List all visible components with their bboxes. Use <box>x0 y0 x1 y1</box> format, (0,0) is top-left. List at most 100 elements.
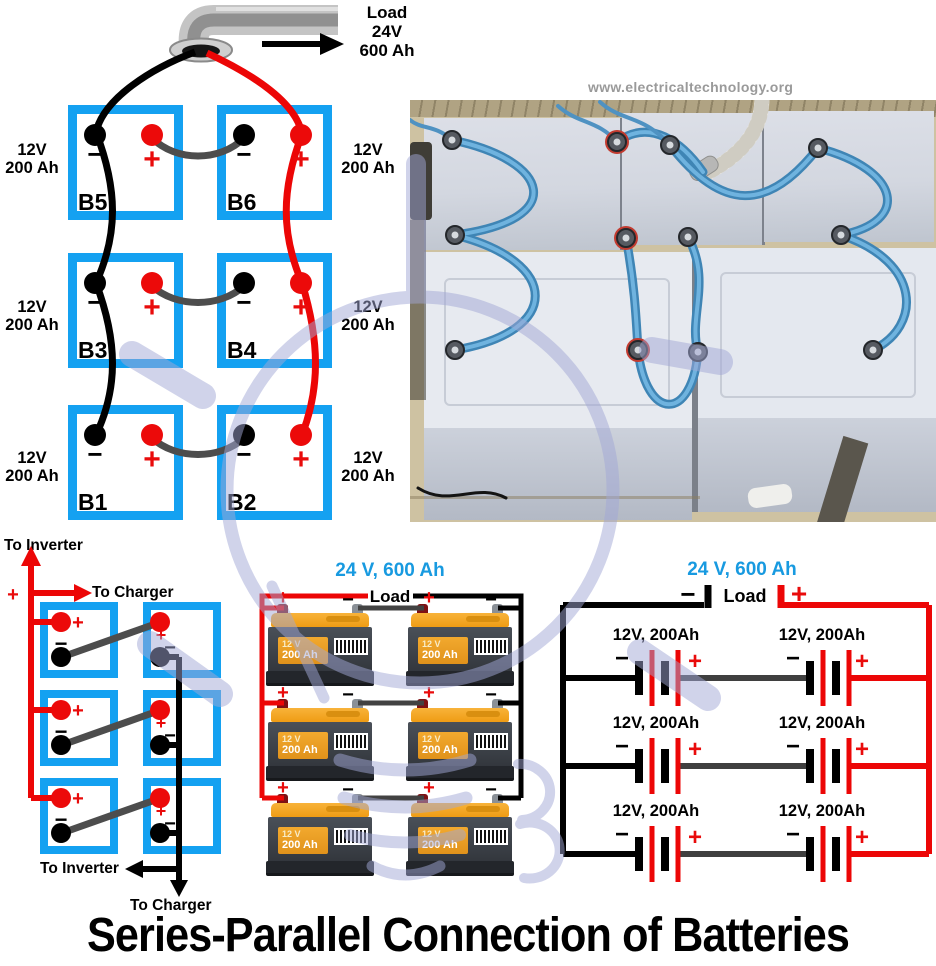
minus-sign: − <box>236 287 252 317</box>
battery-id: B2 <box>227 489 257 515</box>
cell-label: 12V, 200Ah <box>778 626 866 644</box>
battery-cell-right-2: + − <box>143 690 221 766</box>
spec-voltage: 12V <box>17 449 47 467</box>
minus-sign: − <box>236 139 252 169</box>
photo-battery-front-1-top <box>424 252 692 428</box>
plus-sign: + <box>277 587 289 609</box>
battery-id: B4 <box>227 337 257 363</box>
battery-b4: − + B4 <box>217 253 332 368</box>
load-label: Load 24V 600 Ah <box>338 3 436 60</box>
website-watermark: www.electricaltechnology.org <box>588 79 794 95</box>
right-load-label: Load <box>723 586 767 606</box>
minus-sign: − <box>164 725 176 747</box>
barcode <box>474 733 508 750</box>
minus-sign: − <box>164 637 176 659</box>
minus-sign: − <box>680 579 696 609</box>
charger-arrow-head <box>74 584 92 602</box>
spec-voltage: 12V <box>353 141 383 159</box>
cell-label: 12V, 200Ah <box>612 714 700 732</box>
minus-sign: − <box>342 779 354 801</box>
barcode <box>474 638 508 655</box>
photo-battery-back-1 <box>424 118 623 250</box>
to-charger-label-top: To Charger <box>92 584 174 601</box>
plus-sign: + <box>72 788 84 810</box>
minus-sign: − <box>614 821 629 848</box>
battery-bank-photo <box>410 100 936 522</box>
minus-sign: − <box>485 779 497 801</box>
photo-battery-front-2-face <box>698 418 936 512</box>
minus-sign: − <box>54 631 68 656</box>
script-curve <box>515 817 565 884</box>
minus-sign: − <box>785 645 800 672</box>
photo-shadow <box>410 220 426 400</box>
load-line2: 24V <box>371 22 403 42</box>
spec-voltage: 12V <box>353 449 383 467</box>
battery-id: B1 <box>78 489 108 515</box>
battery-cell-right-3: + − <box>143 778 221 854</box>
battery-handle <box>326 616 360 622</box>
label-capacity: 200 Ah <box>422 649 458 661</box>
right-title: 24 V, 600 Ah <box>687 559 797 580</box>
plus-sign: + <box>687 648 702 675</box>
minus-sign: − <box>54 719 68 744</box>
photo-battery-back-3 <box>764 111 934 242</box>
minus-sign: − <box>87 139 103 169</box>
plus-sign: + <box>7 584 19 606</box>
battery-handle <box>466 711 500 717</box>
battery-b2: − + B2 <box>217 405 332 520</box>
plus-sign: + <box>292 443 310 476</box>
cell-label: 12V, 200Ah <box>778 714 866 732</box>
minus-sign: − <box>54 807 68 832</box>
spec-capacity: 200 Ah <box>5 467 59 485</box>
spec-capacity: 200 Ah <box>5 316 59 334</box>
battery-cell-left-3: + − <box>40 778 118 854</box>
battery-base <box>406 861 514 876</box>
battery-id: B6 <box>227 189 257 215</box>
label-capacity: 200 Ah <box>422 744 458 756</box>
top-left-wiring <box>92 5 344 458</box>
page-title: Series-Parallel Connection of Batteries <box>87 909 850 962</box>
plus-sign: + <box>687 736 702 763</box>
label-voltage: 12 V <box>282 829 301 839</box>
plus-sign: + <box>687 824 702 851</box>
label-voltage: 12 V <box>422 734 441 744</box>
barcode <box>474 828 508 845</box>
spec-capacity: 200 Ah <box>5 159 59 177</box>
barcode <box>334 828 368 845</box>
plus-sign: + <box>143 143 161 176</box>
minus-sign: − <box>614 733 629 760</box>
barcode <box>334 638 368 655</box>
label-capacity: 200 Ah <box>282 649 318 661</box>
inverter-arrow-head-black <box>125 860 143 878</box>
plus-sign: + <box>790 578 808 609</box>
plus-sign: + <box>423 587 435 609</box>
battery-lid-groove <box>720 272 916 398</box>
plus-sign: + <box>72 700 84 722</box>
plus-sign: + <box>143 443 161 476</box>
label-voltage: 12 V <box>282 734 301 744</box>
load-conduit-pipe <box>178 5 338 48</box>
plus-sign: + <box>423 777 435 799</box>
load-line1: Load <box>366 3 408 22</box>
spec-voltage: 12V <box>353 298 383 316</box>
battery-b5: − + B5 <box>68 105 183 220</box>
battery-cell-left-1: + − <box>40 602 118 678</box>
spec-capacity: 200 Ah <box>341 316 395 334</box>
negative-post <box>492 794 503 806</box>
battery-cell-left-2: + − <box>40 690 118 766</box>
photo-battery-front-1-face <box>424 428 692 520</box>
label-voltage: 12 V <box>422 639 441 649</box>
